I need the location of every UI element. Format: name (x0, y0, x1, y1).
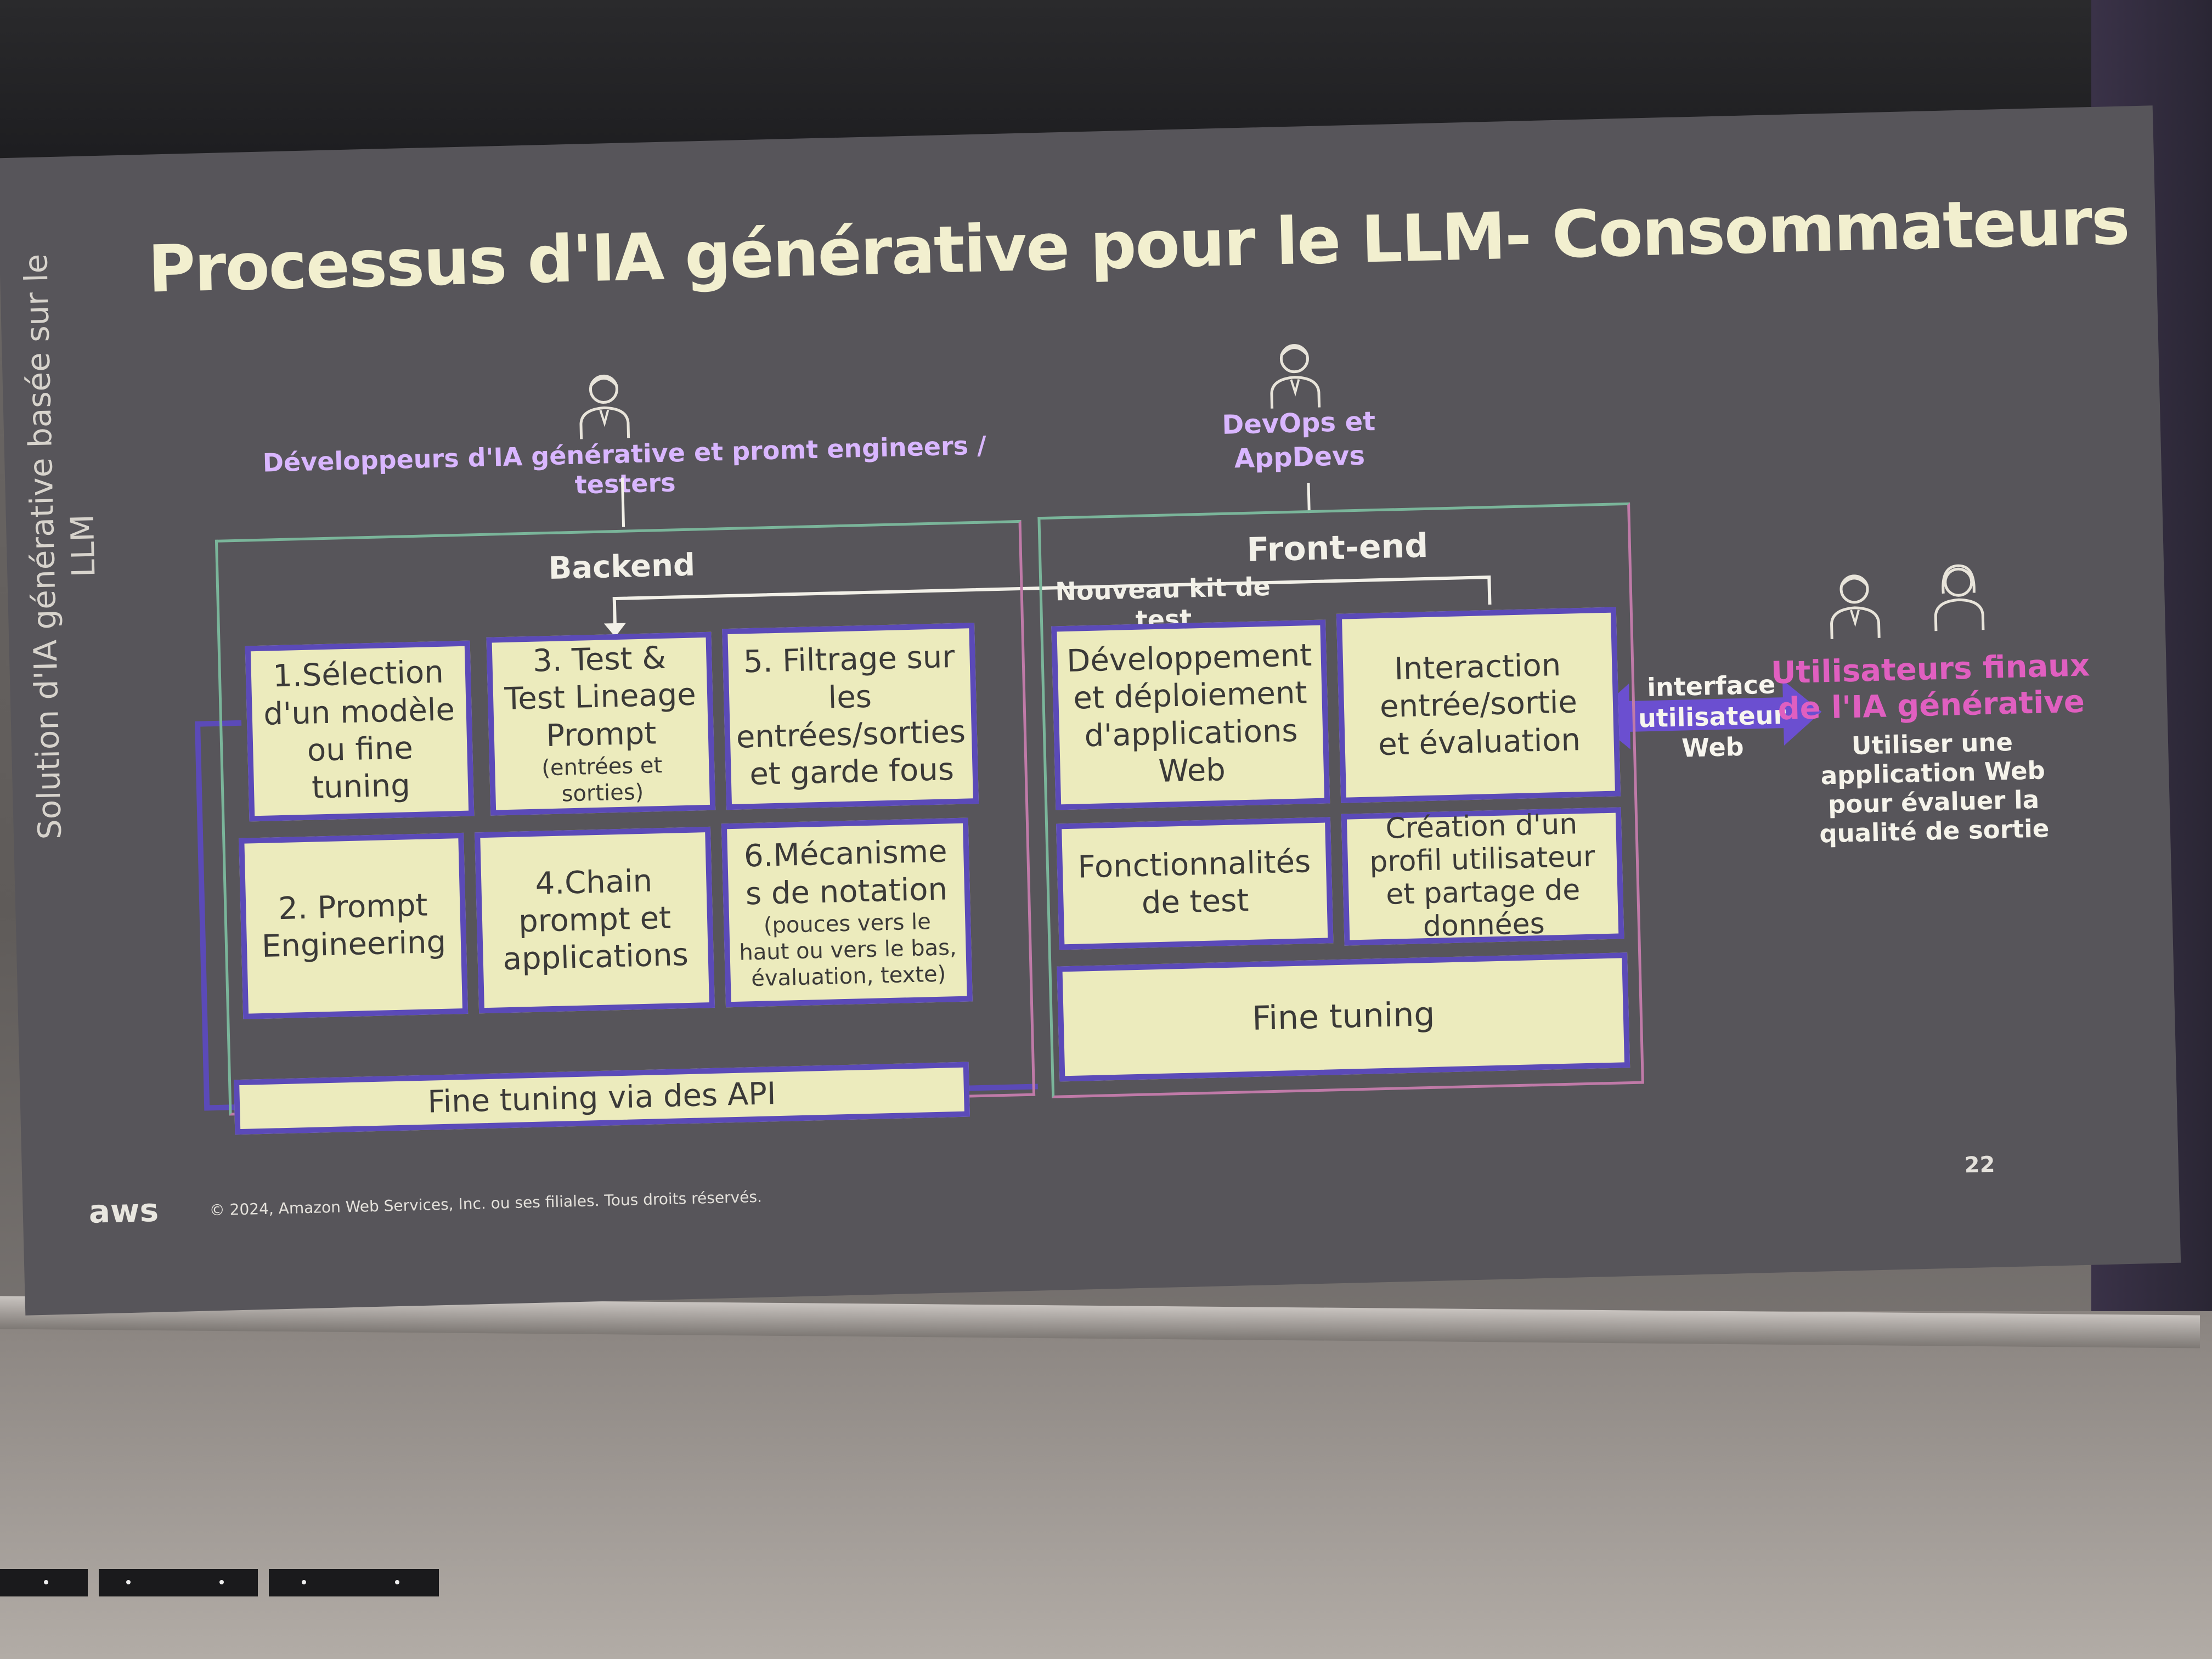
box-line: s de notation (745, 871, 948, 912)
box-line: les (827, 679, 872, 716)
box-subtext: (entrées et sorties) (541, 753, 663, 807)
frontend-user-profile: Création d'un profil utilisateur et part… (1341, 807, 1624, 946)
diagram-connectors (194, 477, 1822, 1111)
box-line: Création d'un (1385, 808, 1578, 846)
step-prompt-engineering: 2. Prompt Engineering (239, 832, 469, 1019)
frontend-web-app-dev: Développement et déploiement d'applicati… (1051, 619, 1330, 810)
box-line: tuning (311, 768, 411, 806)
end-users-block: Utilisateurs finaux de l'IA générative U… (1765, 647, 2099, 850)
box-line: 1.Sélection (272, 654, 444, 695)
frontend-fine-tuning-bar: Fine tuning (1057, 952, 1630, 1082)
step-test-lineage: 3. Test & Test Lineage Prompt (entrées e… (486, 631, 716, 816)
box-line: entrée/sortie (1379, 684, 1578, 725)
box-line: et partage de (1385, 873, 1581, 911)
box-line: de test (1141, 882, 1250, 921)
end-users-title: Utilisateurs finaux de l'IA générative (1765, 647, 2096, 728)
step-model-selection: 1.Sélection d'un modèle ou fine tuning (245, 640, 475, 822)
person-icon (579, 374, 630, 439)
box-line: et garde fous (749, 752, 955, 793)
box-line: Test Lineage (504, 676, 697, 718)
step-scoring: 6.Mécanisme s de notation (pouces vers l… (721, 817, 973, 1008)
box-line: Interaction (1393, 647, 1561, 687)
box-line: Fonctionnalités (1077, 843, 1311, 885)
page-number: 22 (1964, 1152, 1995, 1178)
box-line: 6.Mécanisme (743, 833, 948, 874)
person-female-icon (1934, 564, 1985, 631)
box-line: Développement (1066, 637, 1312, 679)
floor-fixture (99, 1569, 258, 1596)
box-line: 5. Filtrage sur (743, 639, 955, 680)
box-subtext: évaluation, texte) (751, 961, 946, 991)
person-icon (1830, 574, 1881, 639)
aws-logo: aws (88, 1191, 159, 1231)
floor-fixture (0, 1569, 88, 1596)
box-line: 2. Prompt (278, 887, 428, 927)
box-line: Fine tuning (1251, 995, 1436, 1039)
box-line: et déploiement (1073, 675, 1308, 716)
box-line: d'applications (1084, 713, 1299, 754)
box-line: prompt et (518, 900, 672, 940)
room-wall (0, 1311, 2212, 1659)
box-line: Prompt (545, 715, 657, 754)
floor-fixture (269, 1569, 439, 1596)
frontend-test-features: Fonctionnalités de test (1056, 817, 1334, 950)
end-users-title-line: de l'IA générative (1777, 684, 2085, 727)
box-line: d'un modèle (263, 691, 455, 732)
box-line: et évaluation (1378, 721, 1581, 763)
box-line: Fine tuning via des API (427, 1076, 777, 1120)
test-kit-line: Nouveau kit de (1054, 571, 1271, 607)
box-line: ou fine (307, 730, 414, 769)
side-label: Solution d'IA générative basée sur le LL… (17, 253, 103, 840)
box-line: Engineering (261, 924, 447, 964)
box-line: 3. Test & (532, 640, 667, 679)
box-line: entrées/sorties (736, 714, 966, 755)
frontend-title: Front-end (1246, 526, 1429, 569)
box-line: Web (1158, 752, 1226, 789)
frontend-interaction-eval: Interaction entrée/sortie et évaluation (1336, 607, 1621, 803)
step-chain-prompt: 4.Chain prompt et applications (475, 826, 715, 1014)
box-line: données (1423, 907, 1545, 944)
box-line: applications (502, 937, 689, 978)
step-filtering: 5. Filtrage sur les entrées/sorties et g… (722, 623, 979, 810)
end-users-description: Utiliser une application Web pour évalue… (1767, 725, 2099, 850)
projected-slide: Processus d'IA générative pour le LLM- C… (0, 105, 2181, 1316)
box-line: 4.Chain (534, 863, 653, 902)
person-icon (1270, 344, 1321, 409)
backend-title: Backend (548, 547, 696, 586)
box-subtext: (pouces vers le (763, 909, 932, 939)
